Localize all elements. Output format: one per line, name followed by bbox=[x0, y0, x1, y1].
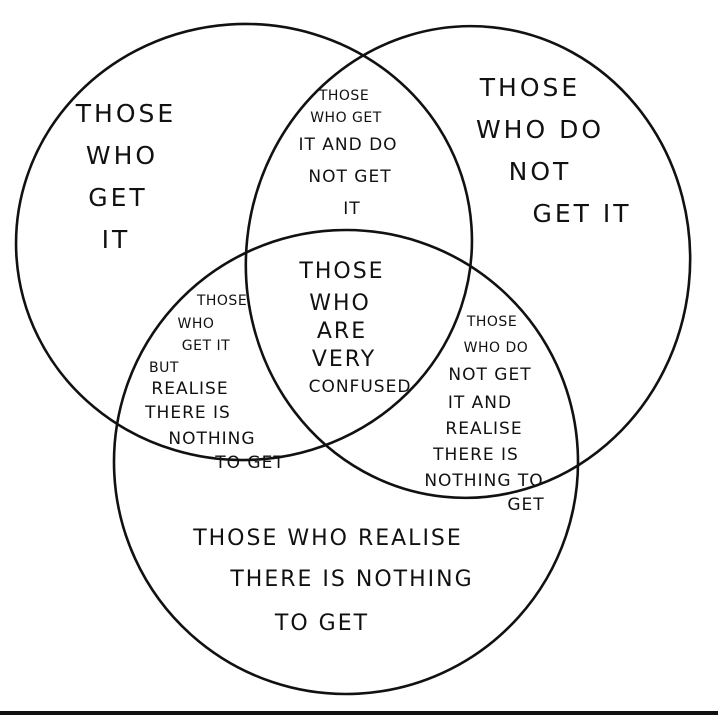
circle-do-not-get-it bbox=[244, 24, 692, 500]
label-line: GET IT bbox=[532, 199, 631, 228]
label-line: GET bbox=[88, 183, 147, 212]
label-line: GET IT bbox=[182, 338, 230, 354]
region-all-three: THOSE WHO ARE VERY CONFUSED bbox=[298, 259, 412, 397]
label-line: TO GET bbox=[274, 611, 369, 636]
label-line: IT AND DO bbox=[298, 135, 397, 155]
bottom-divider bbox=[0, 711, 718, 715]
label-line: REALISE bbox=[445, 419, 522, 439]
circle-get-it bbox=[14, 22, 474, 462]
label-line: WHO bbox=[309, 291, 371, 316]
label-line: IT AND bbox=[448, 393, 512, 413]
label-line: REALISE bbox=[151, 379, 228, 399]
label-line: THOSE bbox=[196, 293, 247, 309]
label-line: ARE bbox=[317, 319, 367, 344]
label-line: THOSE WHO REALISE bbox=[192, 526, 463, 551]
label-line: IT bbox=[102, 225, 131, 254]
label-line: WHO bbox=[178, 316, 215, 332]
label-line: GET bbox=[507, 495, 544, 515]
region-do-not-get-it: THOSE WHO DO NOT GET IT bbox=[476, 73, 631, 228]
label-line: NOT bbox=[509, 157, 572, 186]
label-line: WHO DO bbox=[464, 340, 529, 356]
label-line: WHO bbox=[86, 141, 158, 170]
label-line: NOT GET bbox=[448, 365, 531, 385]
label-line: TO GET bbox=[214, 453, 284, 473]
label-line: THOSE bbox=[318, 88, 369, 104]
label-line: WHO GET bbox=[310, 110, 382, 126]
label-line: THOSE bbox=[298, 259, 384, 284]
label-line: THERE IS bbox=[144, 403, 231, 423]
label-line: VERY bbox=[312, 347, 376, 372]
label-line: THERE IS bbox=[432, 445, 519, 465]
label-line: BUT bbox=[149, 360, 179, 376]
label-line: NOTHING TO bbox=[424, 471, 543, 491]
circle-realise-nothing bbox=[112, 228, 580, 696]
label-line: THOSE bbox=[466, 314, 517, 330]
label-line: WHO DO bbox=[476, 115, 604, 144]
label-line: THOSE bbox=[479, 73, 580, 102]
label-line: CONFUSED bbox=[309, 377, 412, 397]
region-get-and-not-get: THOSE WHO GET IT AND DO NOT GET IT bbox=[298, 88, 397, 219]
label-line: NOTHING bbox=[168, 429, 255, 449]
region-get-it: THOSE WHO GET IT bbox=[75, 99, 176, 254]
label-line: THOSE bbox=[75, 99, 176, 128]
region-get-and-realise: THOSE WHO GET IT BUT REALISE THERE IS NO… bbox=[144, 293, 284, 473]
label-line: IT bbox=[343, 199, 360, 219]
region-not-get-and-realise: THOSE WHO DO NOT GET IT AND REALISE THER… bbox=[424, 314, 544, 515]
label-line: NOT GET bbox=[308, 167, 391, 187]
region-realise-nothing: THOSE WHO REALISE THERE IS NOTHING TO GE… bbox=[192, 526, 473, 636]
label-line: THERE IS NOTHING bbox=[229, 567, 473, 592]
